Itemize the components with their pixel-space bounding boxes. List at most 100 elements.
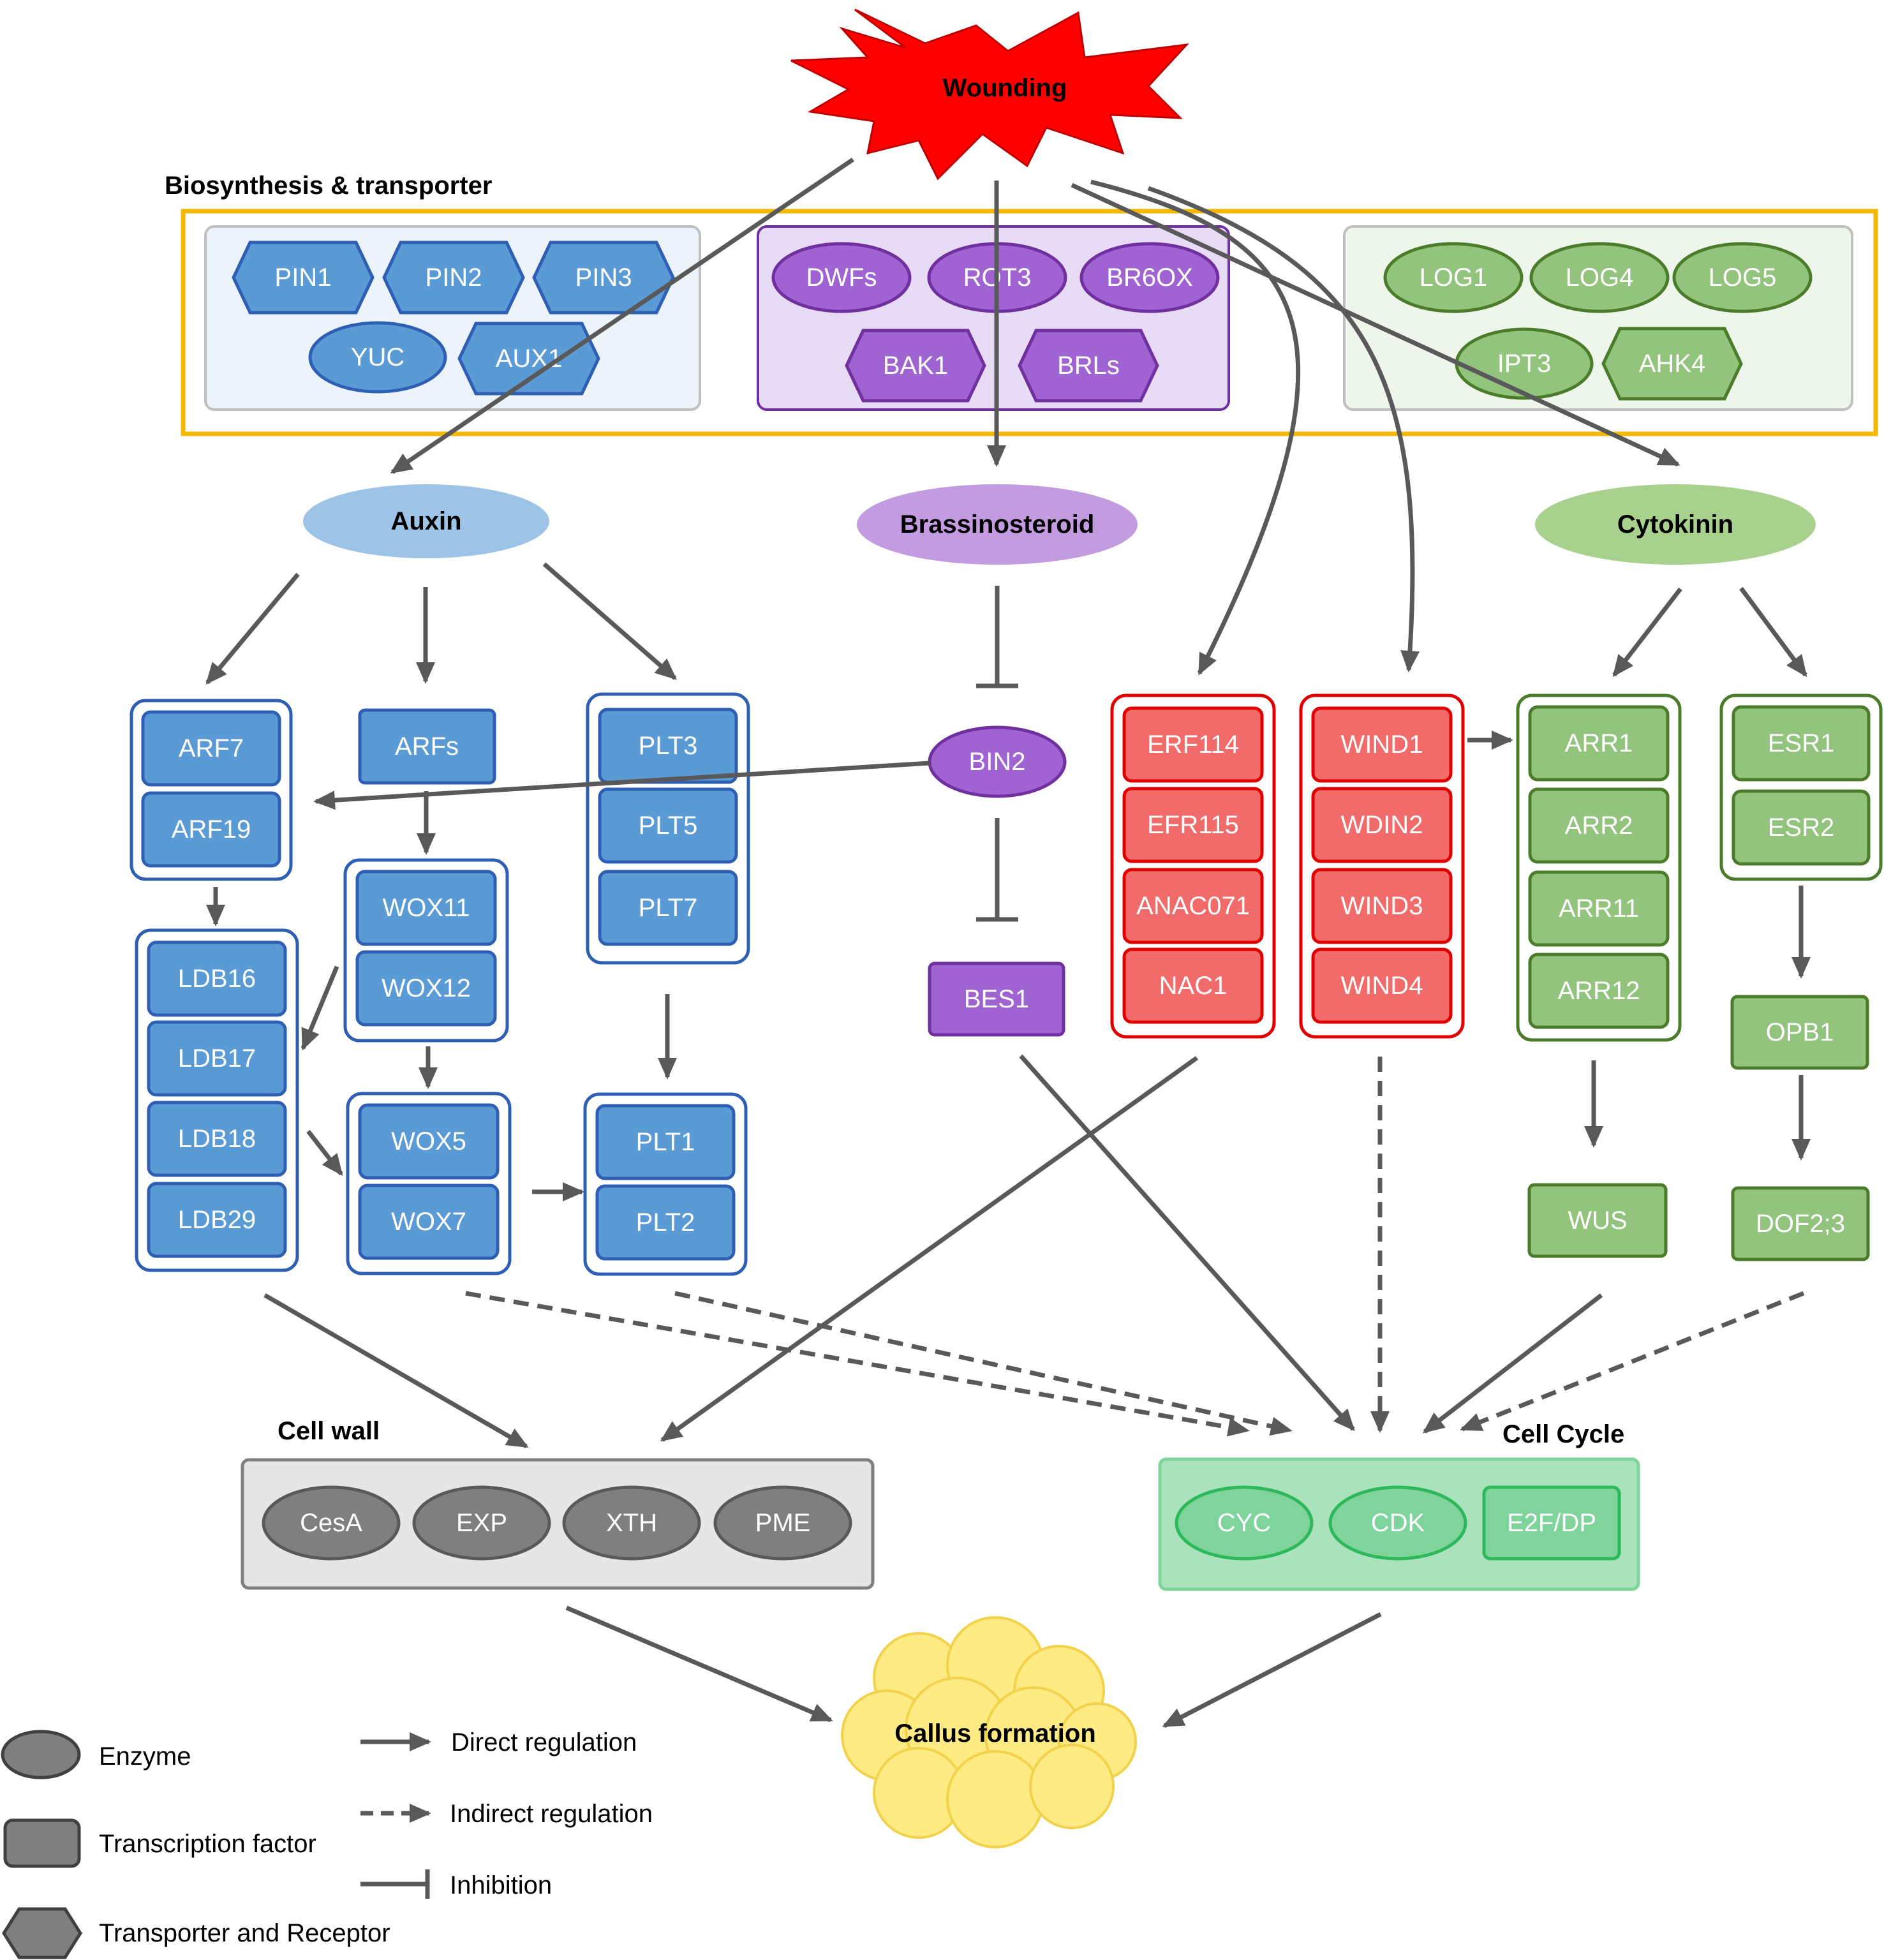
edge-ck-esr: [1739, 586, 1807, 678]
edge-wox-cellcycle: [465, 1291, 1250, 1437]
biosynthesis-section-title: Biosynthesis & transporter: [165, 172, 492, 200]
cell-cycle-title: Cell Cycle: [1502, 1420, 1624, 1448]
log4-node: LOG4: [1529, 242, 1670, 313]
ldb29-node: LDB29: [147, 1182, 287, 1258]
wox12-node: WOX12: [355, 950, 497, 1027]
edge-ldb-cellwall: [263, 1293, 529, 1449]
cyc-label: CYC: [1217, 1509, 1271, 1537]
pin2-node: PIN2: [382, 241, 525, 315]
legend-inhibition-label: Inhibition: [450, 1871, 552, 1899]
exp-node: EXP: [412, 1485, 551, 1561]
cesa-label: CesA: [300, 1509, 362, 1537]
wdin2-label: WDIN2: [1341, 811, 1423, 839]
bak1-label: BAK1: [883, 352, 948, 380]
ldb29-label: LDB29: [178, 1206, 256, 1234]
plt7-node: PLT7: [598, 870, 738, 946]
bin2-node: BIN2: [928, 725, 1067, 798]
edge-erf-cellwall: [660, 1056, 1199, 1442]
edge-wound-erf: [1090, 179, 1301, 676]
ldb17-label: LDB17: [178, 1044, 256, 1073]
brls-node: BRLs: [1018, 329, 1159, 403]
wounding-label: Wounding: [943, 74, 1067, 102]
ipt3-label: IPT3: [1497, 350, 1551, 378]
legend-transporter-label: Transporter and Receptor: [99, 1919, 390, 1947]
yuc-node: YUC: [308, 321, 447, 394]
exp-label: EXP: [456, 1509, 507, 1537]
arf19-node: ARF19: [141, 791, 281, 868]
dwfs-node: DWFs: [771, 242, 912, 313]
edge-cellwall-callus: [565, 1605, 833, 1723]
arr1-label: ARR1: [1565, 729, 1633, 757]
pin2-label: PIN2: [426, 264, 482, 292]
edge-ck-arr: [1612, 587, 1682, 678]
cdk-label: CDK: [1371, 1509, 1425, 1537]
edge-wound-ck: [1071, 182, 1680, 467]
ldb16-label: LDB16: [178, 965, 256, 993]
arr1-node: ARR1: [1528, 705, 1670, 782]
edge-dof-cellcycle: [1460, 1291, 1805, 1432]
cell-wall-title: Cell wall: [278, 1417, 380, 1445]
esr1-label: ESR1: [1768, 729, 1835, 757]
plt1-node: PLT1: [595, 1104, 736, 1180]
log1-node: LOG1: [1383, 242, 1524, 313]
auxin-node: Auxin: [303, 484, 549, 558]
plt2-node: PLT2: [595, 1184, 736, 1261]
arr12-label: ARR12: [1558, 977, 1640, 1005]
brassinosteroid-node: Brassinosteroid: [857, 484, 1138, 565]
bes1-node: BES1: [928, 961, 1065, 1037]
dof23-node: DOF2;3: [1731, 1186, 1870, 1261]
anac071-label: ANAC071: [1136, 892, 1250, 920]
arfs-label: ARFs: [395, 732, 459, 761]
arr11-node: ARR11: [1528, 870, 1670, 947]
xth-label: XTH: [606, 1509, 657, 1537]
plt2-label: PLT2: [636, 1208, 695, 1236]
plt3-node: PLT3: [598, 708, 738, 784]
dwfs-label: DWFs: [806, 264, 877, 292]
edge-auxin-arf7: [205, 572, 300, 685]
wind1-node: WIND1: [1311, 706, 1453, 783]
edge-auxin-plt3: [542, 562, 678, 680]
br6ox-label: BR6OX: [1106, 264, 1193, 292]
wdin2-node: WDIN2: [1311, 787, 1453, 863]
edge-ldb-wox5: [306, 1129, 343, 1177]
cesa-node: CesA: [262, 1485, 401, 1561]
legend-indirect-label: Indirect regulation: [450, 1800, 653, 1828]
pme-label: PME: [755, 1509, 811, 1537]
log5-label: LOG5: [1709, 264, 1777, 292]
log4-label: LOG4: [1566, 264, 1634, 292]
arfs-node: ARFs: [358, 708, 496, 785]
efr115-label: EFR115: [1147, 811, 1239, 839]
cyc-node: CYC: [1175, 1485, 1314, 1561]
arr2-node: ARR2: [1528, 787, 1670, 864]
plt3-label: PLT3: [639, 732, 698, 760]
edge-wound-wind: [1147, 186, 1420, 672]
dof23-label: DOF2;3: [1756, 1210, 1845, 1238]
plt5-label: PLT5: [639, 812, 698, 840]
cytokinin-label: Cytokinin: [1617, 510, 1733, 538]
e2fdp-node: E2F/DP: [1482, 1485, 1621, 1561]
legend-transporter-swatch: [2, 1907, 82, 1959]
biosynthesis-frame: [181, 209, 1878, 436]
arf19-label: ARF19: [172, 815, 251, 843]
auxin-label: Auxin: [390, 507, 461, 535]
erf114-node: ERF114: [1122, 706, 1264, 783]
pin1-node: PIN1: [232, 241, 375, 315]
esr1-node: ESR1: [1732, 705, 1871, 782]
aux1-label: AUX1: [496, 345, 563, 373]
edge-wus-cellcycle: [1422, 1293, 1603, 1434]
wox12-label: WOX12: [382, 974, 471, 1002]
callus-cloud: [841, 1616, 1137, 1848]
log5-node: LOG5: [1672, 242, 1813, 313]
legend-tf-label: Transcription factor: [99, 1830, 316, 1858]
arr11-label: ARR11: [1559, 895, 1639, 923]
anac071-node: ANAC071: [1122, 868, 1264, 944]
brassinosteroid-label: Brassinosteroid: [900, 510, 1095, 538]
wox7-node: WOX7: [358, 1184, 500, 1260]
legend-enzyme-swatch: [1, 1730, 81, 1779]
ldb18-label: LDB18: [178, 1125, 256, 1153]
wox5-node: WOX5: [358, 1103, 500, 1180]
wox11-node: WOX11: [355, 870, 497, 946]
ipt3-node: IPT3: [1455, 327, 1594, 400]
nac1-node: NAC1: [1122, 947, 1264, 1024]
cdk-node: CDK: [1328, 1485, 1467, 1561]
